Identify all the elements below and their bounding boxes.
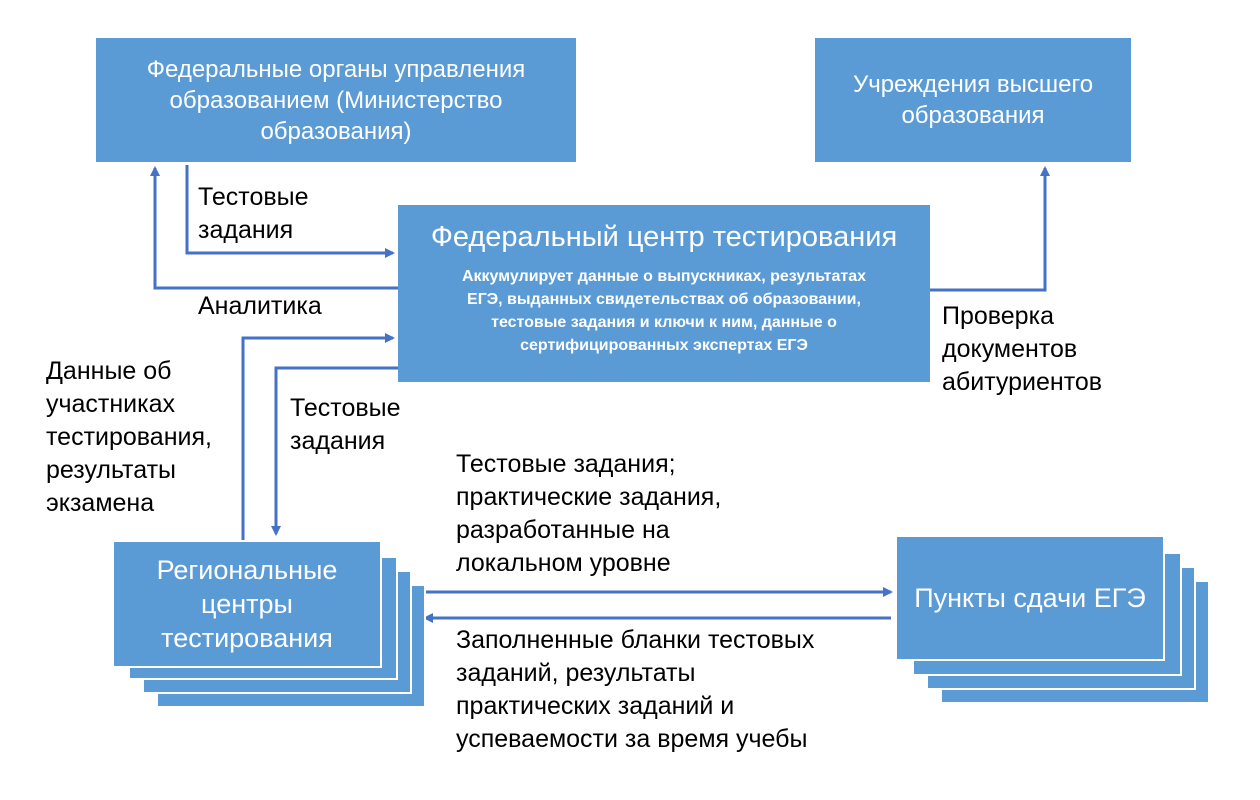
arrow-ftc-to-regional-tasks xyxy=(271,366,398,536)
arrow-ftc-to-higher-ed xyxy=(930,166,1050,292)
label-document-check: Проверка документов абитуриентов xyxy=(942,302,1103,396)
label-test-tasks-mid: Тестовые задания xyxy=(290,394,401,455)
regional-centers-text: Региональные центры тестирования xyxy=(156,555,338,653)
regional-centers-box: Региональные центры тестирования xyxy=(112,540,382,668)
label-tasks-to-points: Тестовые задания; практические задания, … xyxy=(456,450,722,577)
arrow-federal-to-ftc-tasks xyxy=(185,165,395,258)
higher-education-box: Учреждения высшего образования xyxy=(815,38,1131,162)
federal-bodies-text: Федеральные органы управления образовани… xyxy=(146,55,526,145)
exam-points-box: Пункты сдачи ЕГЭ xyxy=(895,535,1165,661)
label-test-tasks-top: Тестовые задания xyxy=(198,183,309,244)
arrow-ftc-to-federal-analytics xyxy=(150,166,398,290)
exam-points-text: Пункты сдачи ЕГЭ xyxy=(914,583,1146,613)
label-participants-data: Данные об участниках тестирования, резул… xyxy=(46,357,212,517)
ftc-title: Федеральный центр тестирования xyxy=(430,221,898,253)
higher-education-text: Учреждения высшего образования xyxy=(852,71,1094,129)
ftc-description: Аккумулирует данные о выпускниках, резул… xyxy=(461,268,867,354)
label-analytics: Аналитика xyxy=(198,292,322,320)
federal-testing-center-box: Федеральный центр тестирования Аккумулир… xyxy=(398,205,930,382)
label-filled-forms: Заполненные бланки тестовых заданий, рез… xyxy=(456,626,815,753)
arrow-regional-to-ftc-data xyxy=(241,333,395,540)
federal-bodies-box: Федеральные органы управления образовани… xyxy=(96,38,576,162)
